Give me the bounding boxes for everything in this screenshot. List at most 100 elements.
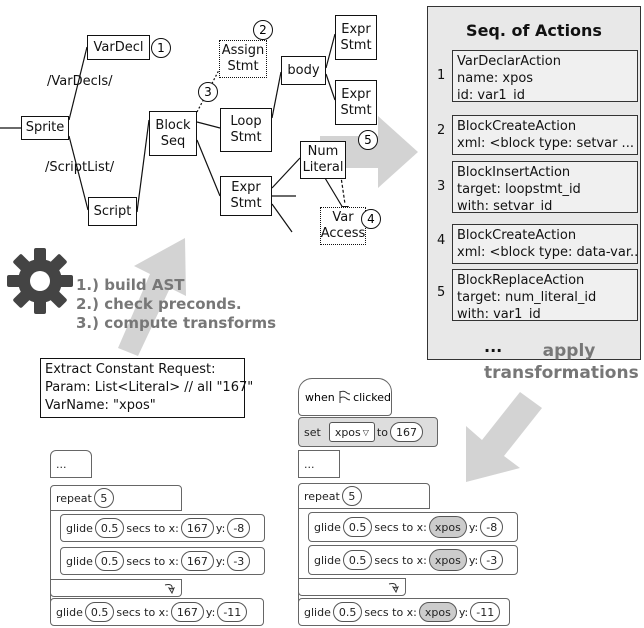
request-line: VarName: "xpos" bbox=[45, 398, 156, 413]
set-value-input[interactable]: 167 bbox=[389, 422, 423, 442]
secs-label: secs to x: bbox=[126, 521, 179, 535]
glide-secs-input[interactable]: 0.5 bbox=[342, 517, 373, 537]
action-line: BlockReplaceAction bbox=[457, 273, 585, 288]
action-item: BlockCreateAction xml: <block type: setv… bbox=[452, 115, 638, 155]
set-label: set bbox=[304, 425, 321, 439]
glide-secs-input[interactable]: 0.5 bbox=[94, 551, 125, 571]
repeat-end bbox=[298, 578, 406, 596]
repeat-label: repeat bbox=[304, 489, 340, 503]
action-line: with: var1_id bbox=[457, 307, 541, 321]
glide-y-input[interactable]: -8 bbox=[480, 517, 504, 537]
clicked-label: clicked bbox=[353, 390, 391, 404]
ellipsis-text: ... bbox=[56, 457, 67, 471]
edge-label-vardecls: /VarDecls/ bbox=[47, 74, 113, 89]
action-number: 2 bbox=[437, 123, 446, 138]
ast-node-expr-stmt-2: Expr Stmt bbox=[335, 80, 377, 125]
action-line: id: var1_id bbox=[457, 88, 526, 102]
set-variable-block[interactable]: set xpos ▽ to 167 bbox=[298, 417, 438, 447]
repeat-count-input[interactable]: 5 bbox=[93, 488, 114, 508]
variable-dropdown[interactable]: xpos ▽ bbox=[328, 422, 375, 442]
ast-node-vardecl: VarDecl bbox=[87, 35, 150, 60]
y-label: y: bbox=[215, 554, 226, 568]
repeat-label: repeat bbox=[56, 491, 92, 505]
glide-block[interactable]: glide 0.5 secs to x: 167 y: -11 bbox=[50, 598, 264, 626]
action-number: 5 bbox=[437, 285, 446, 300]
apply-line: transformations bbox=[484, 363, 639, 383]
glide-x-input[interactable]: 167 bbox=[170, 602, 204, 622]
glide-secs-input[interactable]: 0.5 bbox=[84, 602, 115, 622]
action-line: BlockInsertAction bbox=[457, 165, 571, 180]
glide-secs-input[interactable]: 0.5 bbox=[94, 518, 125, 538]
glide-x-variable[interactable]: xpos bbox=[428, 549, 467, 571]
glide-block[interactable]: glide 0.5 secs to x: xpos y: -8 bbox=[308, 512, 518, 542]
glide-y-input[interactable]: -11 bbox=[470, 602, 501, 622]
marker-4: 4 bbox=[361, 209, 381, 229]
glide-block[interactable]: glide 0.5 secs to x: 167 y: -8 bbox=[60, 514, 265, 542]
repeat-count-input[interactable]: 5 bbox=[341, 486, 362, 506]
action-line: xml: <block type: data-var... bbox=[457, 245, 638, 260]
glide-y-input[interactable]: -8 bbox=[227, 518, 251, 538]
glide-secs-input[interactable]: 0.5 bbox=[332, 602, 363, 622]
glide-x-input[interactable]: 167 bbox=[180, 551, 214, 571]
action-line: target: num_literal_id bbox=[457, 290, 597, 305]
action-item: BlockReplaceAction target: num_literal_i… bbox=[452, 269, 638, 321]
ast-node-num-literal: Num Literal bbox=[300, 141, 346, 179]
y-label: y: bbox=[468, 553, 479, 567]
glide-y-input[interactable]: -3 bbox=[480, 550, 504, 570]
request-line: Extract Constant Request: bbox=[45, 362, 216, 377]
ast-node-sprite: Sprite bbox=[21, 116, 69, 140]
repeat-arm bbox=[50, 510, 51, 610]
step-build-ast: 1.) build AST bbox=[76, 276, 185, 294]
step-compute-transforms: 3.) compute transforms bbox=[76, 314, 277, 332]
marker-2: 2 bbox=[253, 20, 273, 40]
action-line: BlockCreateAction bbox=[457, 228, 577, 243]
refactoring-request: Extract Constant Request: Param: List<Li… bbox=[40, 358, 254, 418]
glide-x-variable[interactable]: xpos bbox=[418, 602, 457, 622]
glide-block[interactable]: glide 0.5 secs to x: xpos y: -3 bbox=[308, 545, 518, 575]
action-item: VarDeclarAction name: xpos id: var1_id bbox=[452, 50, 638, 102]
glide-label: glide bbox=[314, 520, 341, 534]
scratch-ellipsis-block[interactable]: ... bbox=[50, 450, 92, 478]
apply-arrow-down bbox=[466, 392, 542, 482]
repeat-block[interactable]: repeat 5 bbox=[50, 485, 182, 511]
glide-x-input[interactable]: 167 bbox=[180, 518, 214, 538]
actions-panel: Seq. of Actions 1 VarDeclarAction name: … bbox=[427, 6, 641, 360]
secs-label: secs to x: bbox=[374, 520, 427, 534]
action-line: xml: <block type: setvar ... bbox=[457, 136, 634, 151]
ast-node-loop-stmt: Loop Stmt bbox=[220, 108, 272, 152]
glide-y-input[interactable]: -11 bbox=[217, 602, 248, 622]
action-number: 4 bbox=[437, 233, 446, 248]
repeat-block[interactable]: repeat 5 bbox=[298, 483, 430, 509]
marker-3: 3 bbox=[198, 82, 218, 102]
panel-title: Seq. of Actions bbox=[466, 21, 602, 40]
secs-label: secs to x: bbox=[116, 605, 169, 619]
ast-node-assign-stmt: Assign Stmt bbox=[219, 40, 267, 78]
variable-name: xpos bbox=[334, 425, 361, 439]
apply-transformations-label: apply transformations bbox=[484, 340, 639, 384]
y-label: y: bbox=[458, 605, 469, 619]
ast-node-expr-stmt: Expr Stmt bbox=[220, 176, 272, 216]
scratch-ellipsis-block[interactable]: ... bbox=[298, 450, 340, 478]
ellipsis-text: ... bbox=[304, 457, 315, 471]
secs-label: secs to x: bbox=[126, 554, 179, 568]
when-flag-clicked-block[interactable]: when clicked bbox=[298, 378, 392, 416]
action-line: with: setvar_id bbox=[457, 199, 553, 213]
glide-block[interactable]: glide 0.5 secs to x: 167 y: -3 bbox=[60, 547, 265, 575]
ast-node-var-access: Var Access bbox=[320, 207, 366, 245]
action-line: name: xpos bbox=[457, 71, 534, 86]
y-label: y: bbox=[215, 521, 226, 535]
action-line: target: loopstmt_id bbox=[457, 182, 581, 197]
gear-icon bbox=[7, 248, 73, 314]
request-line: Param: List<Literal> // all "167" bbox=[45, 380, 254, 395]
glide-y-input[interactable]: -3 bbox=[227, 551, 251, 571]
action-number: 3 bbox=[437, 179, 446, 194]
glide-x-variable[interactable]: xpos bbox=[428, 516, 467, 538]
edge-label-scriptlist: /ScriptList/ bbox=[45, 160, 115, 175]
transform-arrow-up bbox=[118, 238, 186, 356]
step-check-preconds: 2.) check preconds. bbox=[76, 295, 242, 313]
green-flag-icon bbox=[339, 390, 351, 403]
glide-label: glide bbox=[66, 554, 93, 568]
glide-secs-input[interactable]: 0.5 bbox=[342, 550, 373, 570]
glide-block[interactable]: glide 0.5 secs to x: xpos y: -11 bbox=[298, 598, 510, 626]
